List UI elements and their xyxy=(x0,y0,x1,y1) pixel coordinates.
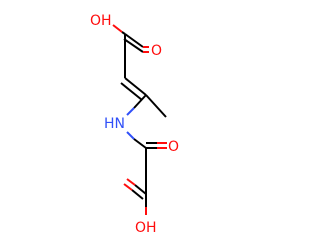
bond-methyl xyxy=(145,94,167,118)
label-bottom-acid-oh: OH xyxy=(135,220,157,236)
bond-c-o-double-top-a xyxy=(124,33,144,48)
label-top-acid-carbonyl-o: O xyxy=(151,43,162,59)
label-oxalyl-carbonyl-o: O xyxy=(168,139,179,155)
bond-c-to-n-blue xyxy=(126,107,135,116)
bond-n-to-c xyxy=(133,138,147,149)
bond-alkene-a xyxy=(124,77,147,96)
bond-c-o-double-top-b xyxy=(123,38,144,53)
label-amide-nh: HN xyxy=(104,116,125,132)
bond-bottom-co-b xyxy=(131,189,144,200)
bond-c-oh-top-carbon-side xyxy=(121,31,126,35)
bond-c-oh-top xyxy=(112,24,123,33)
bond-bottom-co-a-o xyxy=(126,178,136,186)
structure-diagram: OH O HN O OH xyxy=(90,13,179,236)
molecule-drawing: OH O HN O OH xyxy=(90,13,179,236)
bond-alkene-b xyxy=(120,82,143,101)
bond-bottom-co-a xyxy=(134,184,147,195)
bond-n-to-c-blue xyxy=(126,131,135,140)
bond-c-to-n xyxy=(133,94,147,109)
label-top-acid-oh: OH xyxy=(90,13,112,29)
bond-bottom-co-b-o xyxy=(123,183,133,191)
